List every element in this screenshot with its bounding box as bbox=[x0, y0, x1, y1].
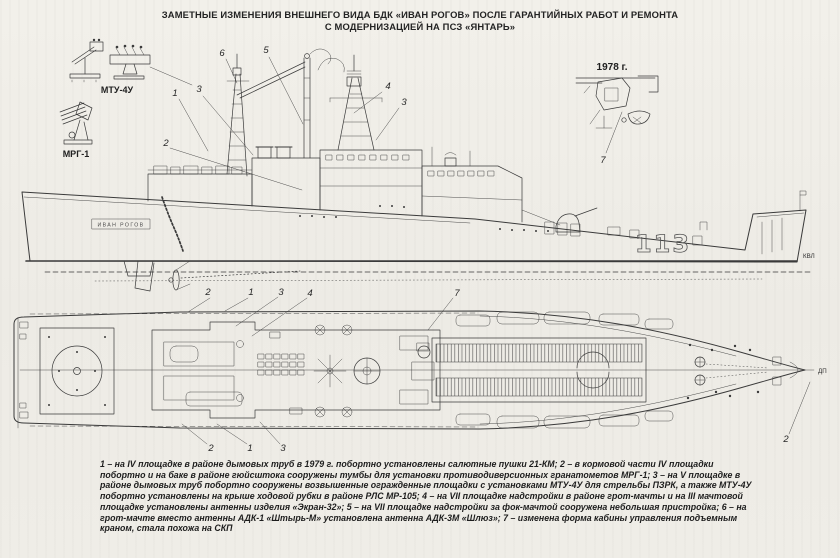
deckhouse-fittings bbox=[153, 165, 243, 175]
ship-name-label: ИВАН РОГОВ bbox=[97, 223, 144, 229]
side-callouts: 2 1 3 6 5 4 3 7 bbox=[149, 45, 623, 191]
bridge-windows bbox=[427, 170, 495, 177]
skylight-grid bbox=[257, 353, 305, 376]
centerline-label: ДП bbox=[818, 368, 827, 375]
mtu4u-label: МТУ-4У bbox=[101, 85, 134, 95]
callout-number: 1 bbox=[172, 88, 177, 99]
title-line-2: С МОДЕРНИЗАЦИЕЙ НА ПСЗ «ЯНТАРЬ» bbox=[324, 20, 516, 32]
year-label: 1978 г. bbox=[597, 62, 628, 73]
waterline-label: КВЛ bbox=[803, 253, 815, 260]
portholes bbox=[299, 205, 549, 232]
callout-number: 3 bbox=[401, 97, 407, 108]
anchor-chain bbox=[161, 196, 184, 252]
inset-mrg1: МРГ-1 bbox=[59, 101, 93, 159]
plan-callouts-bottom: 2 1 3 2 bbox=[181, 381, 811, 454]
crane-base-star bbox=[313, 354, 347, 388]
inset-mtu4u: МТУ-4У bbox=[69, 38, 151, 95]
vent-circles bbox=[236, 324, 353, 418]
hull-side-windows bbox=[544, 221, 581, 237]
helicopter-pad bbox=[39, 327, 115, 415]
callout-number: 2 bbox=[162, 138, 169, 149]
plan-superstructure bbox=[151, 321, 441, 419]
grot-mast bbox=[226, 53, 250, 177]
deck-boats bbox=[455, 311, 674, 429]
ship-name-plate bbox=[91, 218, 151, 230]
side-profile-view: КВЛ bbox=[21, 45, 815, 292]
bow-gun-turret bbox=[555, 207, 598, 233]
mrg1-label: МРГ-1 bbox=[63, 149, 90, 159]
superstructure bbox=[147, 146, 561, 226]
foredeck-fittings bbox=[607, 190, 807, 246]
stern-gear bbox=[123, 260, 301, 292]
navigation-radar bbox=[431, 146, 471, 167]
callout-number: 1 bbox=[247, 443, 252, 454]
callout-number: 2 bbox=[207, 443, 214, 454]
hull-number: 113 bbox=[635, 230, 691, 258]
crane bbox=[236, 48, 345, 159]
callout-number: 3 bbox=[278, 287, 284, 298]
callout-number: 3 bbox=[280, 443, 286, 454]
plan-crane-cabin bbox=[416, 342, 431, 359]
fok-mast bbox=[329, 54, 383, 151]
callout-number: 3 bbox=[196, 84, 202, 95]
callout-number: 7 bbox=[454, 288, 460, 299]
bow-deck-details bbox=[686, 343, 799, 400]
callout-number: 2 bbox=[204, 287, 211, 298]
title-line-1: ЗАМЕТНЫЕ ИЗМЕНЕНИЯ ВНЕШНЕГО ВИДА БДК «ИВ… bbox=[161, 9, 679, 20]
plan-callouts-top: 2 1 3 4 7 bbox=[187, 287, 460, 337]
callout-number: 4 bbox=[307, 288, 312, 299]
figure-caption: 1 – на IV площадке в районе дымовых труб… bbox=[100, 459, 752, 534]
callout-number: 6 bbox=[219, 48, 225, 59]
page-title: ЗАМЕТНЫЕ ИЗМЕНЕНИЯ ВНЕШНЕГО ВИДА БДК «ИВ… bbox=[0, 9, 840, 32]
window-row bbox=[325, 154, 410, 161]
callout-number: 7 bbox=[600, 155, 606, 166]
stern-fittings bbox=[19, 321, 29, 419]
cargo-hatch bbox=[431, 337, 647, 403]
callout-number: 1 bbox=[248, 287, 253, 298]
callout-number: 5 bbox=[263, 45, 269, 56]
callout-number: 2 bbox=[782, 434, 789, 445]
inset-1978: 1978 г. bbox=[575, 62, 659, 129]
deck-plan-view: ДП bbox=[13, 287, 827, 454]
callout-number: 4 bbox=[385, 81, 390, 92]
